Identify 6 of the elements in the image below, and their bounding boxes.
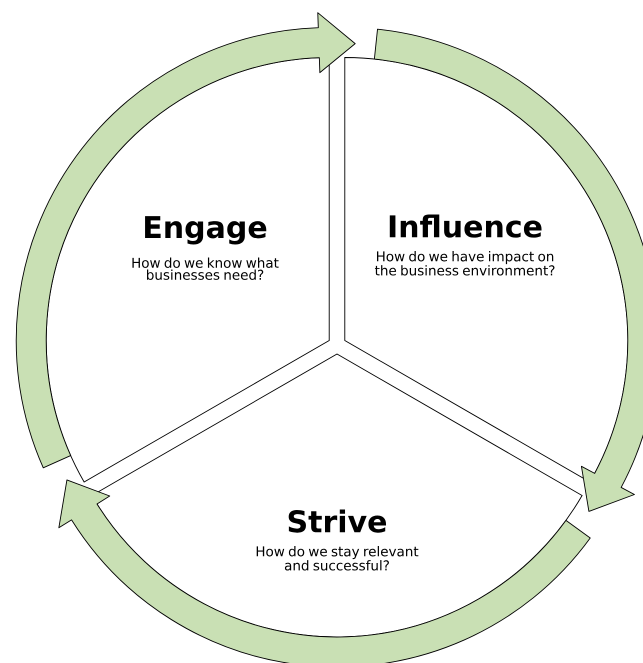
pie-sector: Strive How do we stay relevant and successful? xyxy=(91,354,583,638)
curved-arrow xyxy=(374,28,643,512)
pie-sector: Influence How do we have impact on the business environment? xyxy=(344,57,628,482)
pie-sector: Engage How do we know what businesses need? xyxy=(46,57,330,482)
curved-arrow xyxy=(58,479,591,663)
curved-arrow xyxy=(16,12,356,468)
